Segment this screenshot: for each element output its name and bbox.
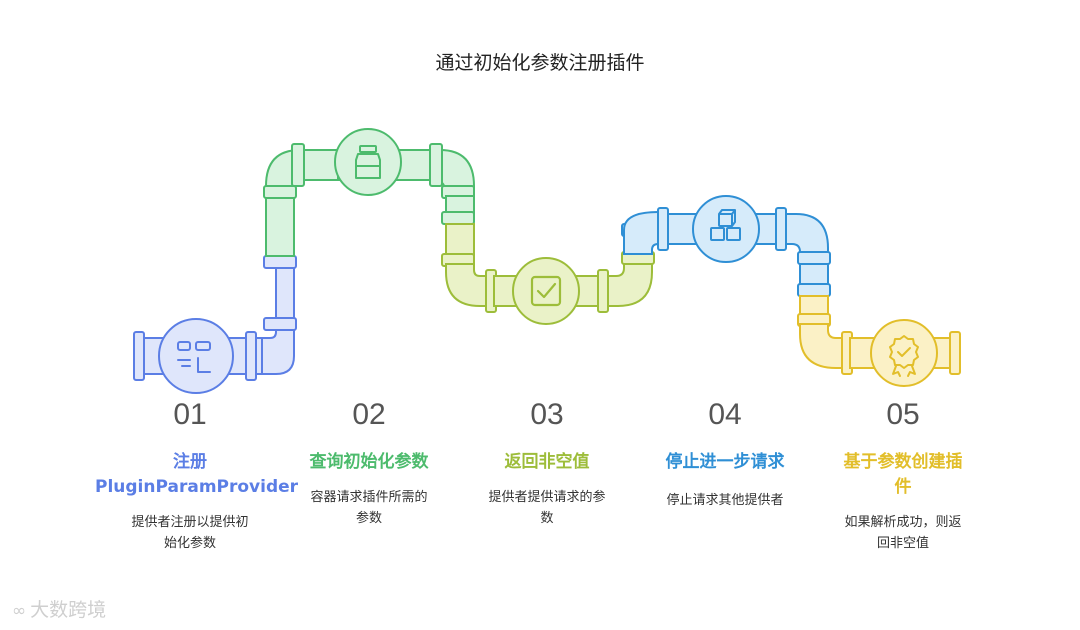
pipe-segment-1 [133,255,297,394]
step-3-title: 返回非空值 [452,450,642,475]
pipe-segment-5 [797,295,961,387]
step-2-number: 02 [352,398,386,431]
pipe-segment-4 [621,195,831,297]
step-4-description-line-1: 停止请求其他提供者 [666,493,784,508]
watermark-logo-icon: ∞ [12,601,27,621]
diagram-title: 通过初始化参数注册插件 [435,52,645,74]
plugin-registration-icon [177,341,211,373]
step-1-title-line-2: PluginParamProvider [95,477,299,497]
step-4-title-line-1: 停止进一步请求 [665,452,785,472]
step-3-number: 03 [530,398,564,431]
watermark: ∞大数跨境 [12,595,106,622]
step-5-title: 基于参数创建插 件 [808,450,998,500]
step-1-number: 01 [173,398,207,431]
bottle-icon [355,145,381,179]
step-4-description: 停止请求其他提供者 [645,490,805,511]
step-3-description-line-2: 数 [540,511,554,526]
step-3-description-line-1: 提供者提供请求的参 [488,490,606,505]
step-1-title-line-1: 注册 [173,452,207,472]
step-5-description-line-2: 回非空值 [876,536,929,551]
step-2-description: 容器请求插件所需的 参数 [289,487,449,529]
step-2-title-line-1: 查询初始化参数 [309,452,429,472]
step-4-title: 停止进一步请求 [630,450,820,475]
pipe-segment-2 [263,128,475,257]
step-1-title: 注册 PluginParamProvider [95,450,299,500]
step-1-description: 提供者注册以提供初 始化参数 [110,512,270,554]
step-5-title-line-1: 基于参数创建插 [843,452,963,472]
watermark-text: 大数跨境 [30,599,107,621]
award-badge-icon [889,335,919,377]
step-3-description: 提供者提供请求的参 数 [467,487,627,529]
step-5-title-line-2: 件 [894,477,912,497]
step-5-description: 如果解析成功，则返 回非空值 [823,512,983,554]
step-1-description-line-2: 始化参数 [163,536,216,551]
cubes-icon [710,209,741,241]
step-4-number: 04 [708,398,742,431]
checkbox-icon [530,275,562,307]
step-1-description-line-1: 提供者注册以提供初 [131,515,249,530]
step-5-number: 05 [886,398,920,431]
step-2-description-line-1: 容器请求插件所需的 [310,490,428,505]
step-2-description-line-2: 参数 [355,511,382,526]
step-2-title: 查询初始化参数 [274,450,464,475]
step-5-description-line-1: 如果解析成功，则返 [844,515,962,530]
pipe-segment-3 [441,223,655,325]
step-3-title-line-1: 返回非空值 [504,452,590,472]
